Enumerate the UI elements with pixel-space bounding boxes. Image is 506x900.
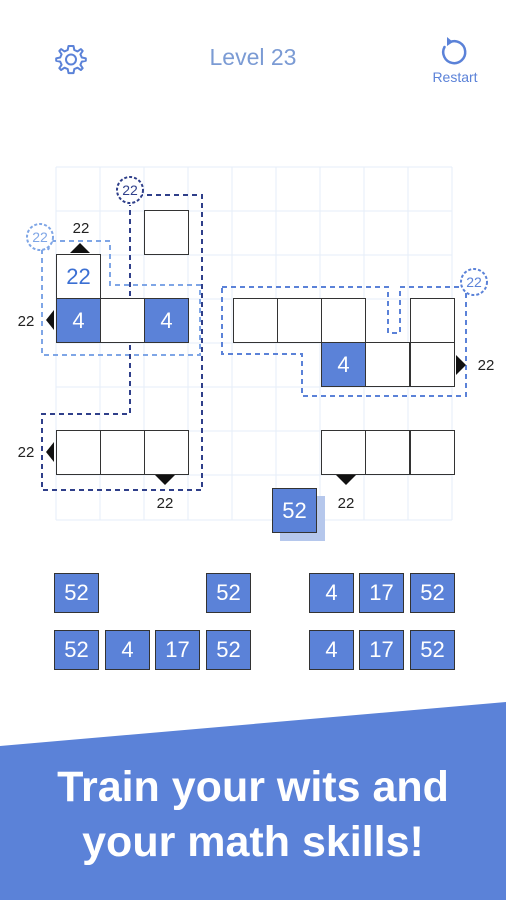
pool-tile[interactable]: 17 bbox=[155, 630, 200, 670]
clue-arrow-left-2 bbox=[46, 442, 54, 462]
board-cell[interactable]: 22 bbox=[56, 254, 101, 299]
pool-tile[interactable]: 4 bbox=[309, 630, 354, 670]
board-cell[interactable] bbox=[100, 298, 145, 343]
pool-tile[interactable]: 52 bbox=[54, 630, 99, 670]
board-cell[interactable] bbox=[365, 342, 410, 387]
banner-shape bbox=[0, 702, 506, 900]
board-cell[interactable] bbox=[277, 298, 322, 343]
region-sum-circle-right bbox=[460, 268, 488, 296]
banner-line-2: your math skills! bbox=[82, 818, 424, 866]
clue-left-2: 22 bbox=[18, 444, 35, 461]
pool-tile[interactable]: 52 bbox=[54, 573, 99, 613]
promo-banner bbox=[0, 700, 506, 900]
board-cell[interactable]: 4 bbox=[56, 298, 101, 343]
region-sum-circle-dark bbox=[116, 176, 144, 204]
clue-bottom-2: 22 bbox=[338, 495, 355, 512]
board-cell[interactable] bbox=[144, 430, 189, 475]
board-cell[interactable]: 4 bbox=[144, 298, 189, 343]
dragged-tile-value: 52 bbox=[272, 488, 317, 533]
clue-arrow-down-2 bbox=[336, 475, 356, 485]
clue-left-1: 22 bbox=[18, 313, 35, 330]
puzzle-board: 22 22 22 22 22 22 22 22 22 22 4 4 4 52 bbox=[18, 166, 495, 541]
restart-icon bbox=[438, 36, 470, 68]
region-outline-dark bbox=[41, 194, 203, 491]
banner-line-1: Train your wits and bbox=[57, 763, 449, 811]
board-cell[interactable] bbox=[410, 298, 455, 343]
restart-button[interactable]: Restart bbox=[420, 36, 490, 92]
board-cell[interactable]: 4 bbox=[321, 342, 366, 387]
gear-icon[interactable] bbox=[54, 42, 88, 76]
region-sum-light: 22 bbox=[32, 229, 48, 245]
region-sum-right: 22 bbox=[466, 274, 482, 290]
board-cell[interactable] bbox=[233, 298, 278, 343]
pool-tile[interactable]: 52 bbox=[410, 573, 455, 613]
clue-top: 22 bbox=[73, 220, 90, 237]
pool-tile[interactable]: 4 bbox=[105, 630, 150, 670]
header: Level 23 Restart bbox=[0, 0, 506, 110]
pool-tile[interactable]: 52 bbox=[410, 630, 455, 670]
board-cell[interactable] bbox=[321, 430, 366, 475]
pool-tile[interactable]: 52 bbox=[206, 573, 251, 613]
board-cell[interactable] bbox=[365, 430, 410, 475]
clue-right: 22 bbox=[478, 357, 495, 374]
restart-label: Restart bbox=[432, 69, 478, 85]
clue-arrow-right bbox=[456, 355, 466, 375]
level-title: Level 23 bbox=[209, 44, 297, 70]
clue-arrow-down-1 bbox=[155, 475, 175, 485]
clue-arrow-up bbox=[70, 243, 90, 253]
region-sum-dark: 22 bbox=[122, 182, 138, 198]
dragged-tile[interactable]: 52 bbox=[272, 488, 325, 541]
pool-tile[interactable]: 4 bbox=[309, 573, 354, 613]
pool-tile[interactable]: 17 bbox=[359, 573, 404, 613]
board-cell[interactable] bbox=[410, 430, 455, 475]
region-sum-circle-light bbox=[26, 223, 54, 251]
clue-arrow-left-1 bbox=[46, 310, 54, 330]
clue-bottom-1: 22 bbox=[157, 495, 174, 512]
board-cell[interactable] bbox=[321, 298, 366, 343]
pool-tile[interactable]: 17 bbox=[359, 630, 404, 670]
board-cell[interactable] bbox=[144, 210, 189, 255]
board-cell[interactable] bbox=[56, 430, 101, 475]
pool-tile[interactable]: 52 bbox=[206, 630, 251, 670]
board-cell[interactable] bbox=[100, 430, 145, 475]
board-cell[interactable] bbox=[410, 342, 455, 387]
region-outline-light bbox=[41, 240, 201, 356]
